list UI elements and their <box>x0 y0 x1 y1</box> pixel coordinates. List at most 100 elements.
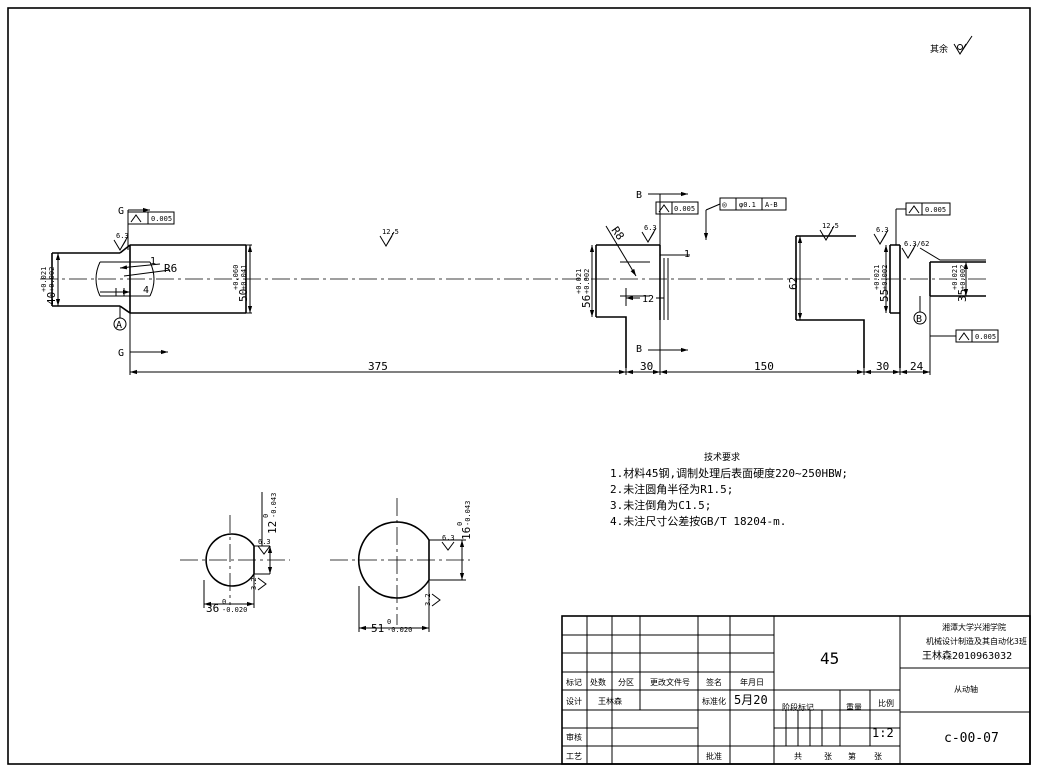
datum-b: B <box>913 296 927 325</box>
datum-a: A <box>113 306 127 331</box>
tech-requirements: 技术要求 1.材料45钢,调制处理后表面硬度220~250HBW; 2.未注圆角… <box>610 451 848 528</box>
sheet-border <box>7 7 1031 765</box>
drawing-label: 62 <box>787 277 800 290</box>
drawing-label: 55 <box>878 289 891 302</box>
section-left: 12 0 -0.043 36 0 -0.020 6.3 3.2 <box>180 492 290 615</box>
drawing-label: 其余 <box>930 43 948 55</box>
drawing-label: 30 <box>640 360 653 373</box>
drawing-label: 工艺 <box>566 752 582 761</box>
dim-d55: 55 +0.021 +0.002 <box>873 245 891 313</box>
drawing-label: -0.020 <box>222 606 247 614</box>
drawing-label: 5月20 <box>734 693 768 707</box>
roughness-symbols: 6.3 12.5 6.3 12.5 6.3 6.3/62 <box>113 222 986 261</box>
drawing-label: R8 <box>609 224 627 242</box>
runout-frame-gear: 0.005 <box>655 201 699 215</box>
drawing-label: B <box>636 190 642 201</box>
drawing-label: 0.005 <box>975 333 996 341</box>
drawing-label: 40 <box>45 292 58 305</box>
drawing-label: 阶段标记 <box>782 702 814 712</box>
drawing-label: -0.020 <box>387 626 412 634</box>
dim-d40: 40 +0.021 +0.002 <box>40 253 61 306</box>
drawing-label: 王林森2010963032 <box>922 649 1012 662</box>
drawing-label: 0.005 <box>674 205 695 213</box>
drawing-label: +0.021 <box>40 267 48 292</box>
drawing-label: -0.043 <box>464 501 472 526</box>
drawing-label: 6.3 <box>644 224 657 232</box>
drawing-label: +0.002 <box>959 265 967 290</box>
drawing-label: -0.043 <box>270 493 278 518</box>
drawing-label: 湘潭大学兴湘学院 <box>942 622 1006 632</box>
drawing-label: 审核 <box>566 732 582 742</box>
drawing-label: 重量 <box>846 702 862 712</box>
drawing-label: 王林森 <box>598 696 622 706</box>
general-roughness: 其余 <box>930 35 973 55</box>
drawing-label: 4.未注尺寸公差按GB/T 18204-m. <box>610 514 786 528</box>
shaft-outline <box>40 235 990 368</box>
drawing-label: ◎ <box>722 200 727 209</box>
drawing-label: 16 <box>460 527 473 540</box>
drawing-label: 0 <box>222 598 226 606</box>
drawing-label: +0.021 <box>951 265 959 290</box>
drawing-label: 张 <box>824 752 832 761</box>
drawing-label: 设计 <box>566 696 582 706</box>
section-b: B B <box>636 190 688 355</box>
drawing-label: 分区 <box>618 678 634 687</box>
drawing-label: 12.5 <box>382 228 399 236</box>
drawing-label: 30 <box>876 360 889 373</box>
drawing-label: 1.材料45钢,调制处理后表面硬度220~250HBW; <box>610 466 848 480</box>
drawing-label: G <box>118 206 124 217</box>
drawing-label: 24 <box>910 360 924 373</box>
drawing-label: 0.005 <box>151 215 172 223</box>
drawing-label: 从动轴 <box>954 684 978 694</box>
runout-frame-left: 0.005 <box>127 211 175 225</box>
drawing-label: A-B <box>765 201 778 209</box>
drawing-label: 标准化 <box>702 696 726 706</box>
drawing-label: B <box>916 314 922 325</box>
drawing-label: 标记 <box>566 677 582 687</box>
dim-d50: 50 +0.060 +0.041 <box>232 244 253 314</box>
drawing-label: 2.未注圆角半径为R1.5; <box>610 482 733 496</box>
drawing-label: 12 <box>642 294 654 305</box>
dim-d62: 62 <box>787 236 803 320</box>
drawing-label: +0.021 <box>575 269 583 294</box>
drawing-label: 1:2 <box>872 726 894 740</box>
drawing-label: R6 <box>164 262 177 275</box>
section-g: G G <box>118 206 168 359</box>
drawing-label: 年月日 <box>740 677 764 687</box>
drawing-label: 56 <box>580 295 593 308</box>
title-block: 45 湘潭大学兴湘学院 机械设计制造及其自动化3班 王林森2010963032 … <box>561 615 1031 765</box>
drawing-label: 批准 <box>706 751 722 761</box>
drawing-label: 12.5 <box>822 222 839 230</box>
runout-frame-right-top: 0.005 <box>895 202 951 245</box>
drawing-label: 36 <box>206 602 219 615</box>
drawing-label: 0.005 <box>925 206 946 214</box>
drawing-label: +0.002 <box>881 265 889 290</box>
drawing-label: 3.2 <box>424 593 432 606</box>
drawing-label: 50 <box>237 289 250 302</box>
drawing-label: +0.060 <box>232 265 240 290</box>
drawing-label: G <box>118 348 124 359</box>
drawing-label: 3.2 <box>250 577 258 590</box>
drawing-label: 35 <box>956 289 969 302</box>
drawing-label: 0 <box>262 514 270 518</box>
length-dims: 375 30 150 30 24 <box>129 296 931 375</box>
drawing-label: 3.未注倒角为C1.5; <box>610 498 711 512</box>
drawing-label: 45 <box>820 649 839 668</box>
drawing-label: 12 <box>266 521 279 534</box>
drawing-label: 6.3/62 <box>904 240 929 248</box>
drawing-label: c-00-07 <box>944 731 999 746</box>
drawing-label: 4 <box>143 285 149 296</box>
drawing-label: 机械设计制造及其自动化3班 <box>926 636 1027 646</box>
drawing-label: 150 <box>754 360 774 373</box>
drawing-label: 51 <box>371 622 384 635</box>
dim-small-left: 1 R6 4 <box>100 256 177 296</box>
drawing-label: +0.002 <box>583 269 591 294</box>
dim-d56: 56 +0.021 +0.002 <box>575 245 595 317</box>
drawing-label: 处数 <box>590 677 606 687</box>
drawing-label: 签名 <box>706 677 722 687</box>
drawing-label: 0 <box>456 522 464 526</box>
drawing-label: 比例 <box>878 698 894 708</box>
dim-small-gear: R8 1 12 <box>605 224 690 320</box>
drawing-label: φ0.1 <box>739 201 756 209</box>
